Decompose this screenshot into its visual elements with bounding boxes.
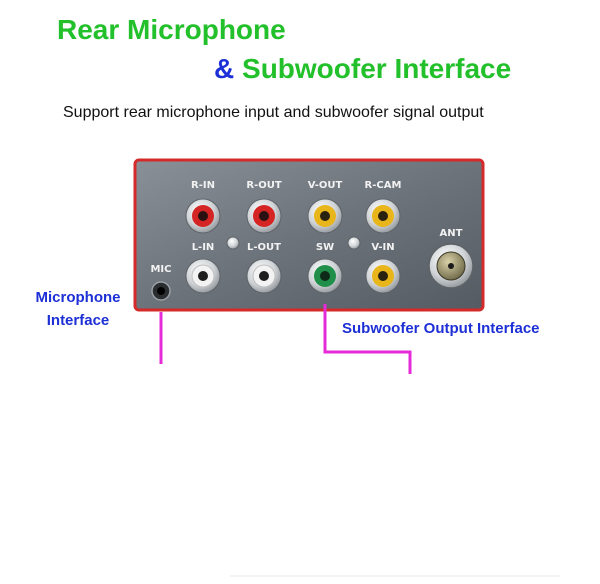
jack-sw — [307, 258, 343, 294]
jack-r-in — [185, 198, 221, 234]
title-ampersand: & — [214, 53, 235, 84]
jack-r-out — [246, 198, 282, 234]
port-label-l-in: L-IN — [192, 242, 215, 253]
microphone-callout-line-1: Microphone — [35, 289, 121, 306]
port-label-v-in: V-IN — [371, 242, 394, 253]
jack-r-cam — [365, 198, 401, 234]
port-label-r-in: R-IN — [191, 180, 215, 191]
subtitle: Support rear microphone input and subwoo… — [63, 104, 484, 121]
port-label-sw: SW — [316, 242, 334, 253]
port-label-l-out: L-OUT — [247, 242, 281, 253]
jack-v-in — [365, 258, 401, 294]
jack-ant — [428, 243, 474, 289]
jack-v-out — [307, 198, 343, 234]
title-line-1: Rear Microphone — [57, 14, 286, 45]
port-label-v-out: V-OUT — [308, 180, 343, 191]
jack-l-out — [246, 258, 282, 294]
title-line-2: & Subwoofer Interface — [214, 53, 511, 85]
port-label-ant: ANT — [440, 228, 463, 239]
subwoofer-leader-line — [323, 304, 412, 374]
rear-panel-photo: R-IN R-OUT V-OUT R-CAM L-IN L-OUT SW — [133, 158, 485, 312]
jack-mic — [151, 281, 171, 301]
microphone-callout-line-2: Interface — [46, 312, 110, 329]
screw-right — [347, 236, 361, 250]
bottom-divider — [230, 575, 560, 577]
screw-left — [226, 236, 240, 250]
title-subwoofer-interface: Subwoofer Interface — [242, 53, 512, 84]
subwoofer-output-callout: Subwoofer Output Interface — [342, 320, 540, 337]
jack-l-in — [185, 258, 221, 294]
port-label-mic: MIC — [150, 264, 171, 275]
port-label-r-out: R-OUT — [246, 180, 281, 191]
microphone-interface-callout: Microphone Interface — [26, 286, 130, 332]
port-label-r-cam: R-CAM — [365, 180, 402, 191]
rear-panel-illustration: R-IN R-OUT V-OUT R-CAM L-IN L-OUT SW — [133, 158, 485, 312]
